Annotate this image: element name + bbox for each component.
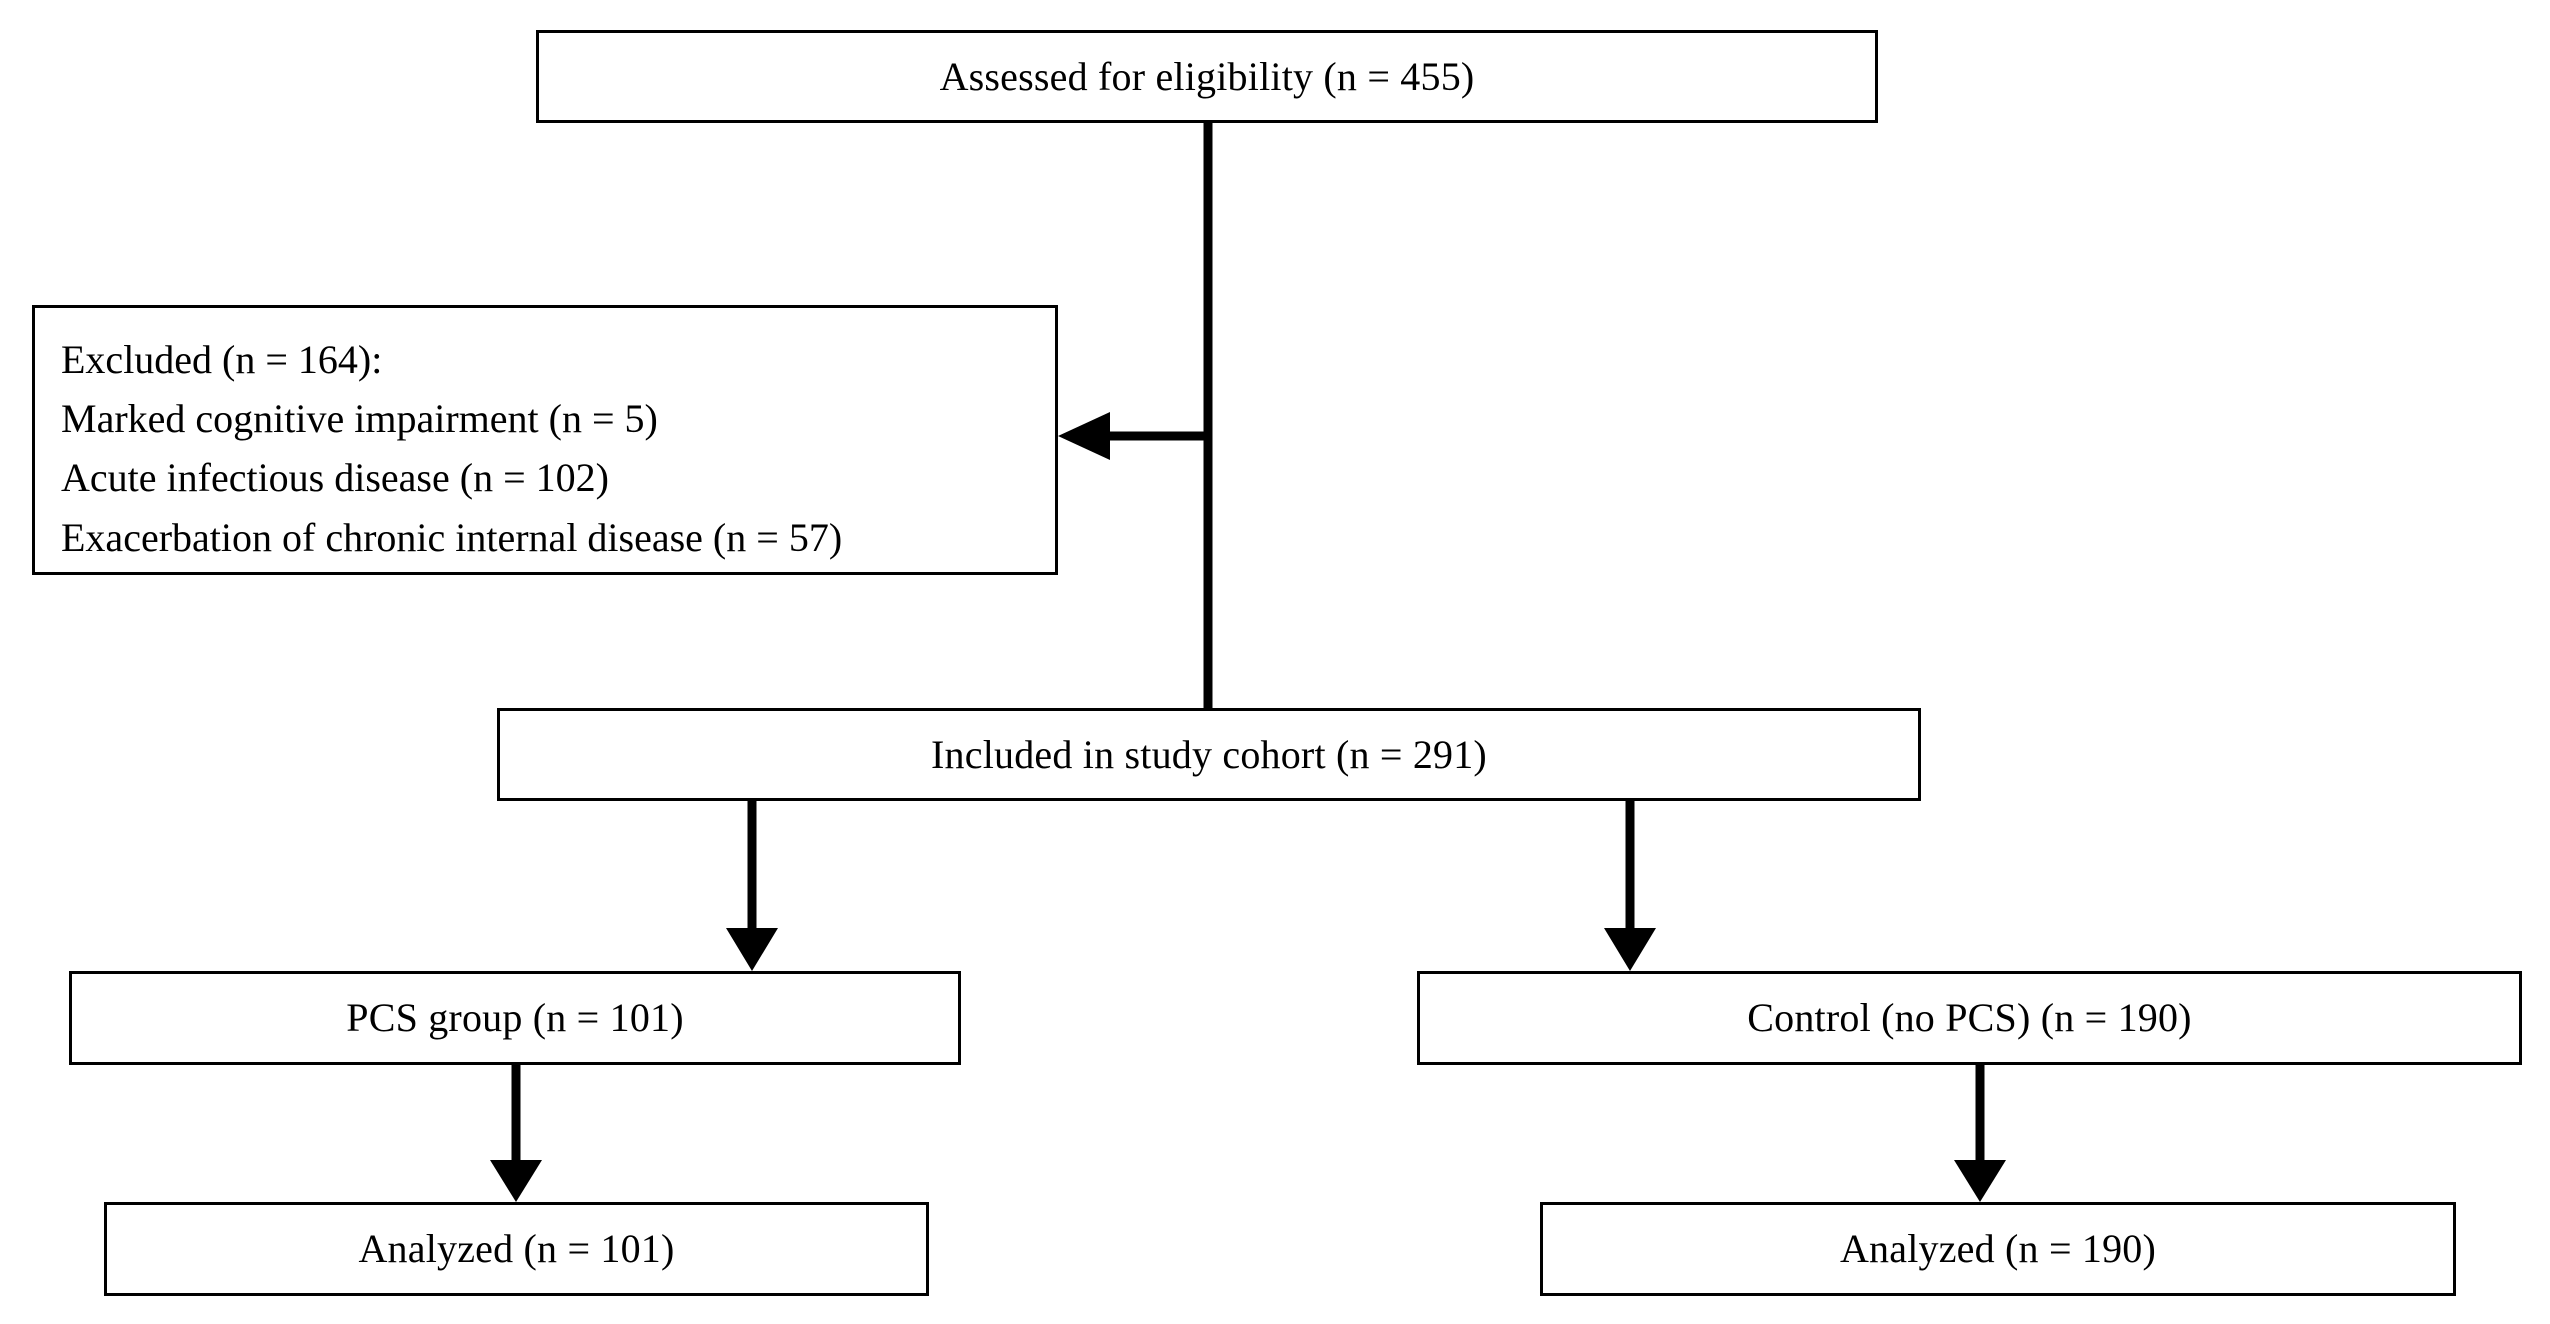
- node-control-group-label: Control (no PCS) (n = 190): [1747, 995, 2192, 1040]
- node-assessed-for-eligibility: Assessed for eligibility (n = 455): [536, 30, 1878, 123]
- node-included-in-study-cohort: Included in study cohort (n = 291): [497, 708, 1921, 801]
- node-analyzed-control-label: Analyzed (n = 190): [1839, 1226, 2157, 1271]
- node-control-group: Control (no PCS) (n = 190): [1417, 971, 2522, 1065]
- node-excluded-line-acute-infectious-disease: Acute infectious disease (n = 102): [61, 455, 609, 501]
- node-excluded: Excluded (n = 164): Marked cognitive imp…: [32, 305, 1058, 575]
- node-included-label: Included in study cohort (n = 291): [931, 731, 1487, 777]
- arrowhead-to-pcs-group: [726, 928, 778, 971]
- node-analyzed-pcs-label: Analyzed (n = 101): [358, 1226, 675, 1271]
- node-pcs-group: PCS group (n = 101): [69, 971, 961, 1065]
- arrowhead-to-analyzed-pcs: [490, 1160, 542, 1202]
- node-excluded-line-heading: Excluded (n = 164):: [61, 337, 383, 382]
- node-analyzed-control: Analyzed (n = 190): [1540, 1202, 2456, 1296]
- arrowhead-to-control-group: [1604, 928, 1656, 971]
- node-excluded-line-chronic-internal-disease: Exacerbation of chronic internal disease…: [61, 514, 843, 560]
- arrowhead-to-excluded: [1058, 412, 1110, 460]
- node-analyzed-pcs: Analyzed (n = 101): [104, 1202, 929, 1296]
- node-excluded-line-cognitive-impairment: Marked cognitive impairment (n = 5): [61, 396, 658, 442]
- arrowhead-to-analyzed-control: [1954, 1160, 2006, 1202]
- node-pcs-group-label: PCS group (n = 101): [346, 995, 684, 1040]
- node-assessed-label: Assessed for eligibility (n = 455): [939, 53, 1475, 99]
